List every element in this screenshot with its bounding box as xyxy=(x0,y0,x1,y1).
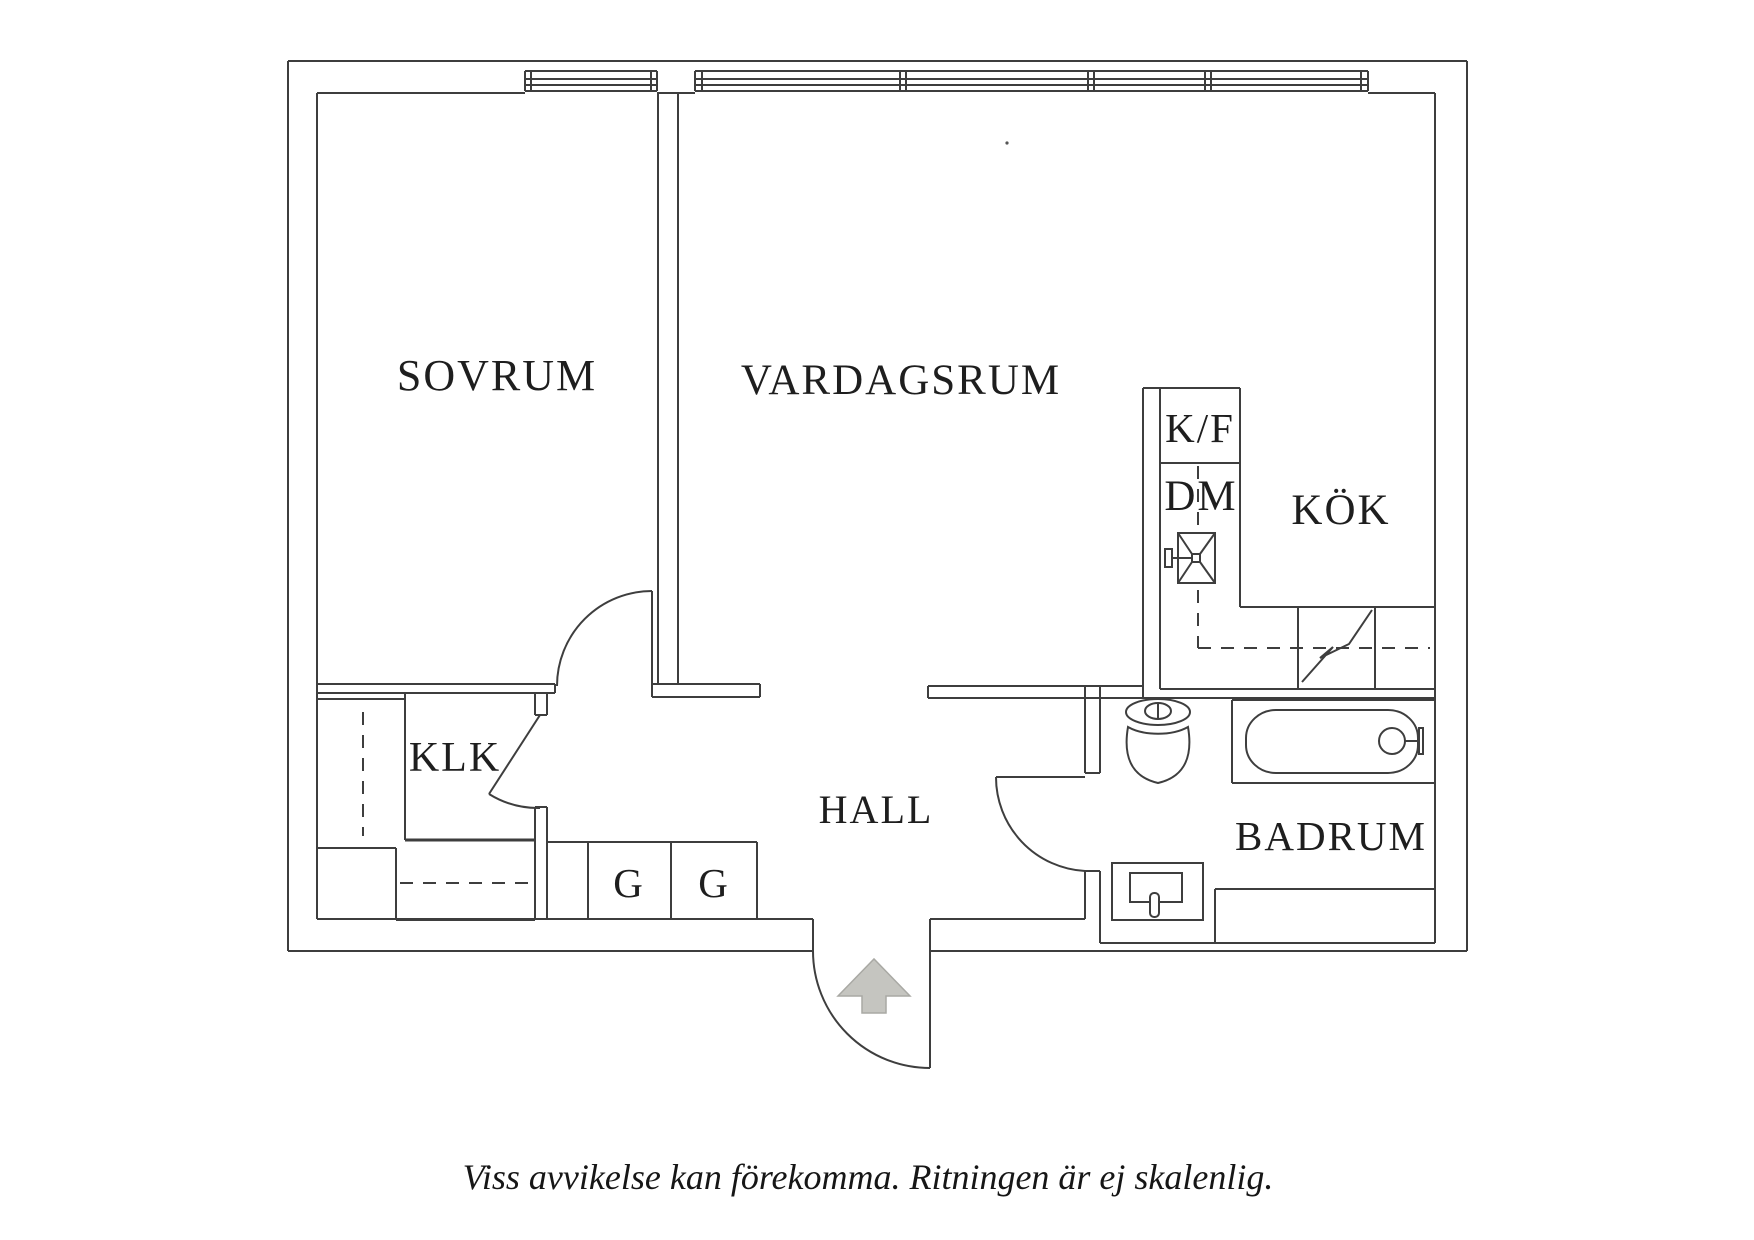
appliance-label-dishwasher: DM xyxy=(1164,473,1237,520)
window-vardagsrum xyxy=(694,70,1369,92)
toilet-icon xyxy=(1125,698,1191,785)
entry-arrow-icon xyxy=(836,957,912,1014)
door-badrum xyxy=(994,776,1086,872)
closet-label-g1: G xyxy=(613,860,645,906)
wardrobe-niche-dashes xyxy=(362,712,533,884)
kitchen-counter xyxy=(1160,387,1435,690)
room-label-hall: HALL xyxy=(819,787,934,832)
door-sovrum xyxy=(556,590,653,687)
room-label-klk: KLK xyxy=(409,735,501,781)
interior-walls xyxy=(317,93,1435,944)
plan-speck xyxy=(1005,141,1009,145)
room-label-kok: KÖK xyxy=(1291,487,1390,534)
closet-label-g2: G xyxy=(698,860,730,906)
door-klk xyxy=(488,714,541,810)
room-label-sovrum: SOVRUM xyxy=(397,351,597,400)
stove-icon xyxy=(1301,609,1373,683)
bathroom-sink-icon xyxy=(1111,862,1204,921)
appliance-label-fridge-freezer: K/F xyxy=(1165,405,1235,451)
bathtub-icon xyxy=(1231,699,1435,784)
room-label-badrum: BADRUM xyxy=(1235,813,1427,859)
window-sovrum xyxy=(524,70,658,92)
door-entry xyxy=(812,920,931,1069)
wardrobe-g-closets xyxy=(547,841,758,919)
kitchen-sink-icon xyxy=(1164,532,1216,584)
room-label-vardagsrum: VARDAGSRUM xyxy=(741,357,1061,404)
disclaimer-caption: Viss avvikelse kan förekomma. Ritningen … xyxy=(463,1157,1274,1197)
